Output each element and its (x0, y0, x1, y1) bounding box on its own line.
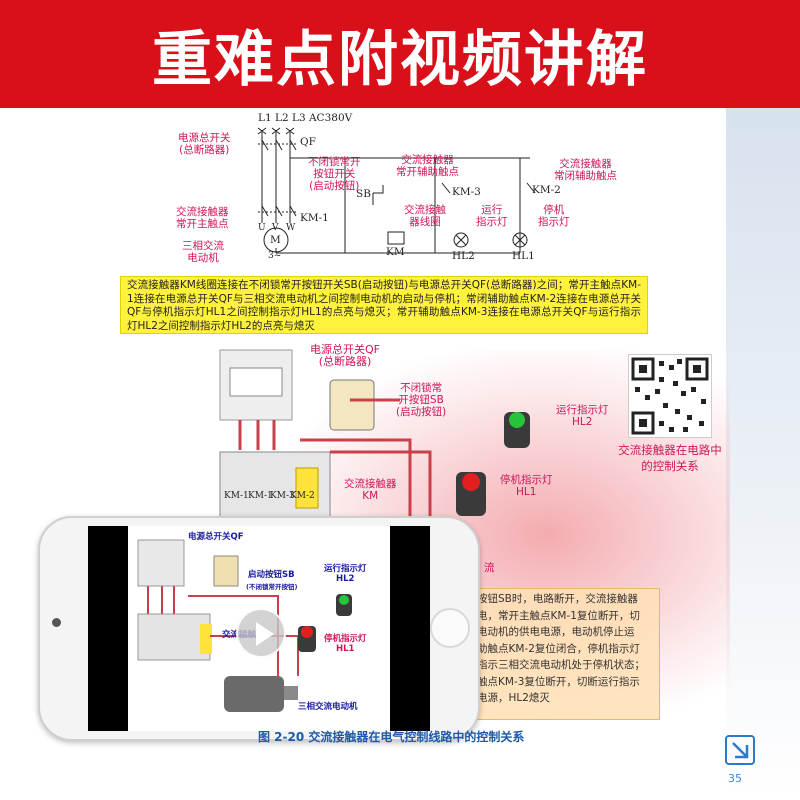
photo-run-lamp-label: 运行指示灯 HL2 (556, 404, 609, 428)
photo-main-switch-label: 电源总开关QF (总断路器) (310, 343, 380, 368)
aux-no-contact-label: 交流接触器 常开辅助触点 (396, 154, 459, 178)
qr-code[interactable] (628, 354, 712, 438)
photo-km-tag-4: KM-2 (290, 491, 315, 501)
phone-camera (52, 618, 61, 627)
figure-caption: 图 2-20 交流接触器在电气控制线路中的控制关系 (258, 730, 525, 744)
video-main-switch-label: 电源总开关QF (188, 532, 244, 542)
banner-title: 重难点附视频讲解 (152, 24, 648, 95)
terminal-w: W (286, 223, 296, 233)
explanation-note: 按钮SB时，电路断开，交流接触器 电，常开主触点KM-1复位断开，切 电动机的供… (470, 588, 660, 720)
photo-partial-label: 流 (484, 562, 495, 574)
photo-km-tag-3: KM-3 (270, 491, 295, 501)
page-number: 35 (728, 772, 742, 785)
motor-phase-label: 3~ (268, 251, 282, 261)
supply-lines-label: L1 L2 L3 AC380V (258, 112, 353, 124)
photo-km-tag-2: KM-1 (248, 491, 273, 501)
phone-screen: 电源总开关QF 启动按钮SB (不闭锁常开按钮) 运行指示灯 HL2 交流接触器… (88, 526, 430, 731)
video-stop-lamp-label: 停机指示灯 HL1 (324, 634, 367, 654)
qr-caption: 交流接触器在电路中的控制关系 (618, 443, 722, 473)
km-coil-label: KM (386, 246, 405, 258)
contactor-main-label: 交流接触器 常开主触点 (176, 206, 229, 230)
video-frame-illustration (137, 539, 352, 712)
terminal-u: U (258, 223, 266, 233)
corner-logo-icon (725, 735, 755, 765)
km2-label: KM-2 (532, 184, 561, 196)
video-start-button-label: 启动按钮SB (248, 570, 295, 580)
photo-stop-lamp-label: 停机指示灯 HL1 (500, 474, 553, 498)
play-icon[interactable] (236, 608, 286, 658)
km1-label: KM-1 (300, 212, 329, 224)
coil-label: 交流接触 器线圈 (404, 204, 446, 228)
motor-symbol-label: M (270, 234, 281, 246)
video-motor-label: 三相交流电动机 (298, 702, 358, 712)
hl2-label: HL2 (452, 250, 475, 262)
video-start-button-note: (不闭锁常开按钮) (246, 583, 298, 591)
photo-button-label: 不闭锁常 开按钮SB (启动按钮) (396, 382, 447, 418)
video-player[interactable]: 电源总开关QF 启动按钮SB (不闭锁常开按钮) 运行指示灯 HL2 交流接触器… (128, 526, 390, 731)
terminal-v: V (272, 223, 279, 233)
page-side-strip (726, 108, 800, 800)
motor-label: 三相交流 电动机 (182, 240, 224, 264)
schematic-wires (257, 127, 536, 254)
video-run-lamp-label: 运行指示灯 HL2 (324, 564, 367, 584)
arrow-icon (732, 742, 749, 759)
phone-home-button (430, 608, 470, 648)
phone-mockup: 电源总开关QF 启动按钮SB (不闭锁常开按钮) 运行指示灯 HL2 交流接触器… (38, 516, 480, 741)
photo-km-tag-1: KM-1 (224, 491, 249, 501)
run-lamp-label: 运行 指示灯 (476, 204, 508, 228)
qf-label: QF (300, 136, 316, 148)
description-note: 交流接触器KM线圈连接在不闭锁常开按钮开关SB(启动按钮)与电源总开关QF(总断… (120, 276, 648, 334)
circuit-schematic: L1 L2 L3 AC380V QF KM-1 KM-2 KM-3 KM HL2… (170, 108, 640, 278)
main-switch-label: 电源总开关 (总断路器) (178, 132, 231, 156)
qr-code-icon (631, 357, 709, 435)
stop-lamp-label: 停机 指示灯 (538, 204, 570, 228)
sb-label: SB (356, 188, 371, 200)
top-banner: 重难点附视频讲解 (0, 0, 800, 108)
aux-nc-contact-label: 交流接触器 常闭辅助触点 (554, 158, 617, 182)
km3-label: KM-3 (452, 186, 481, 198)
photo-contactor-label: 交流接触器 KM (344, 478, 397, 502)
hl1-label: HL1 (512, 250, 535, 262)
button-switch-label: 不闭锁常开 按钮开关 (启动按钮) (308, 156, 361, 192)
